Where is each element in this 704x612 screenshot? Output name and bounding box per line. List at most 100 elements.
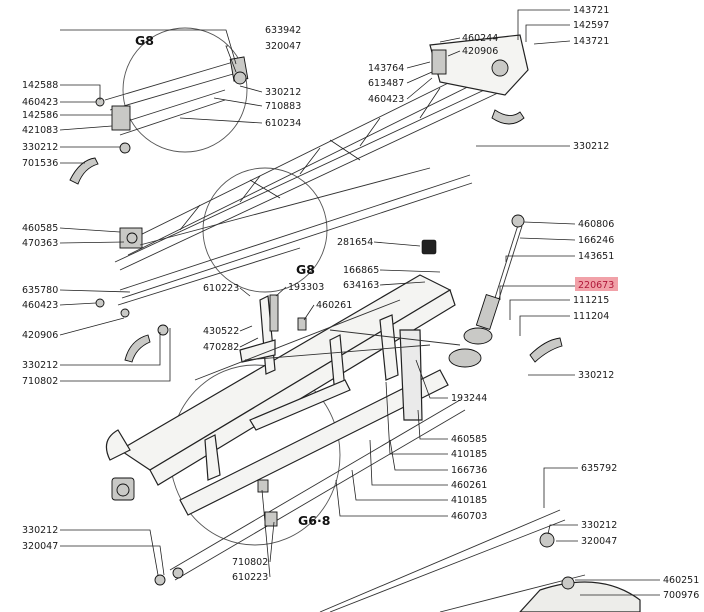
leader-111215 bbox=[509, 299, 570, 320]
leader-460423-b bbox=[406, 77, 433, 100]
part-label: 330212 bbox=[578, 370, 614, 381]
part-label: 421083 bbox=[22, 125, 58, 136]
part-label: 143764 bbox=[368, 63, 404, 74]
part-label: 634163 bbox=[343, 280, 379, 291]
part-label: 470363 bbox=[22, 238, 58, 249]
part-label: 610234 bbox=[265, 118, 301, 129]
leader-166736 bbox=[389, 439, 448, 471]
part-label: 111215 bbox=[573, 295, 609, 306]
leader-460261-b bbox=[369, 439, 448, 486]
leader-410185-a bbox=[385, 381, 448, 455]
leader-420906-top bbox=[447, 50, 461, 57]
part-label: 613487 bbox=[368, 78, 404, 89]
leader-143721-b bbox=[533, 40, 571, 45]
part-label: 320047 bbox=[581, 536, 617, 547]
leader-610223-a bbox=[239, 287, 251, 297]
part-label: 193244 bbox=[451, 393, 487, 404]
leader-lines bbox=[59, 9, 660, 596]
section-labels: G8 G8 G6·8 bbox=[135, 33, 330, 528]
leader-610234 bbox=[179, 117, 263, 124]
part-label: 142597 bbox=[573, 20, 609, 31]
leader-330212-g bbox=[60, 529, 159, 576]
g8-top-arm bbox=[69, 56, 249, 185]
leader-460261-a bbox=[303, 304, 315, 321]
leader-320047-left bbox=[60, 545, 165, 576]
leader-421083 bbox=[59, 125, 113, 131]
leader-460423-c bbox=[59, 302, 97, 306]
leader-710802-a bbox=[60, 328, 171, 382]
part-label: 460423 bbox=[368, 94, 404, 105]
central-frame bbox=[105, 274, 461, 516]
part-label: 142586 bbox=[22, 110, 58, 121]
leader-634163 bbox=[379, 281, 426, 286]
leader-330212-f bbox=[547, 524, 578, 535]
part-label: 633942 bbox=[265, 25, 301, 36]
part-label: 710802 bbox=[22, 376, 58, 387]
leader-710883 bbox=[213, 97, 263, 107]
leader-143764 bbox=[406, 61, 431, 69]
leader-330212-a bbox=[239, 85, 263, 93]
part-label: 710802 bbox=[232, 557, 268, 568]
detail-circle-center bbox=[202, 167, 328, 293]
part-label: 460585 bbox=[451, 434, 487, 445]
middle-rail bbox=[117, 167, 473, 306]
part-label: 330212 bbox=[265, 87, 301, 98]
part-label: 701536 bbox=[22, 158, 58, 169]
bottom-right-rail bbox=[319, 509, 641, 612]
leader-143651 bbox=[505, 255, 575, 262]
leader-613487 bbox=[406, 71, 433, 84]
part-label: 142588 bbox=[22, 80, 58, 91]
leader-470363 bbox=[59, 241, 125, 244]
upper-boom bbox=[114, 54, 513, 271]
leader-710802-b bbox=[269, 521, 275, 563]
part-label: 460261 bbox=[451, 480, 487, 491]
part-label: 330212 bbox=[22, 142, 58, 153]
part-label: 330212 bbox=[22, 360, 58, 371]
part-label: 193303 bbox=[288, 282, 324, 293]
part-number-labels: 633942 320047 142588 460423 330212 14258… bbox=[22, 5, 699, 601]
part-label: 143721 bbox=[573, 5, 609, 16]
section-label-g8-mid: G8 bbox=[296, 262, 315, 277]
leader-320047-top bbox=[225, 45, 237, 73]
part-label: 460585 bbox=[22, 223, 58, 234]
part-label: 610223 bbox=[232, 572, 268, 583]
part-label: 281654 bbox=[337, 237, 373, 248]
part-label: 460703 bbox=[451, 511, 487, 522]
part-label: 460244 bbox=[462, 33, 498, 44]
part-label: 710883 bbox=[265, 101, 301, 112]
part-label-highlighted: 220673 bbox=[578, 280, 614, 291]
part-label: 460806 bbox=[578, 219, 614, 230]
part-label: 330212 bbox=[581, 520, 617, 531]
leader-460244 bbox=[439, 37, 461, 43]
part-label: 330212 bbox=[573, 141, 609, 152]
part-label: 410185 bbox=[451, 449, 487, 460]
top-right-bracket bbox=[429, 34, 529, 125]
part-label: 700976 bbox=[663, 590, 699, 601]
leader-193244 bbox=[415, 359, 448, 399]
part-label: 460423 bbox=[22, 97, 58, 108]
part-label: 111204 bbox=[573, 311, 609, 322]
leader-460806 bbox=[523, 221, 576, 225]
part-label: 410185 bbox=[451, 495, 487, 506]
part-label: 420906 bbox=[22, 330, 58, 341]
part-label: 166736 bbox=[451, 465, 487, 476]
lower-left-fittings bbox=[95, 294, 307, 586]
part-label: 320047 bbox=[265, 41, 301, 52]
section-label-g6-8: G6·8 bbox=[298, 513, 330, 528]
part-label: 320047 bbox=[22, 541, 58, 552]
leader-610223-b bbox=[261, 489, 271, 578]
part-label: 610223 bbox=[203, 283, 239, 294]
leader-220673 bbox=[499, 285, 575, 300]
part-label: 143651 bbox=[578, 251, 614, 262]
detail-circle-g8-top bbox=[122, 27, 248, 153]
leader-166246 bbox=[519, 237, 576, 241]
leader-635780 bbox=[59, 289, 131, 293]
part-label: 166246 bbox=[578, 235, 614, 246]
leader-460585-b bbox=[417, 409, 448, 440]
leader-330212-e bbox=[60, 332, 161, 366]
part-label: 430522 bbox=[203, 326, 239, 337]
part-label: 460251 bbox=[663, 575, 699, 586]
part-label: 460423 bbox=[22, 300, 58, 311]
cylinder-assembly bbox=[421, 214, 563, 368]
